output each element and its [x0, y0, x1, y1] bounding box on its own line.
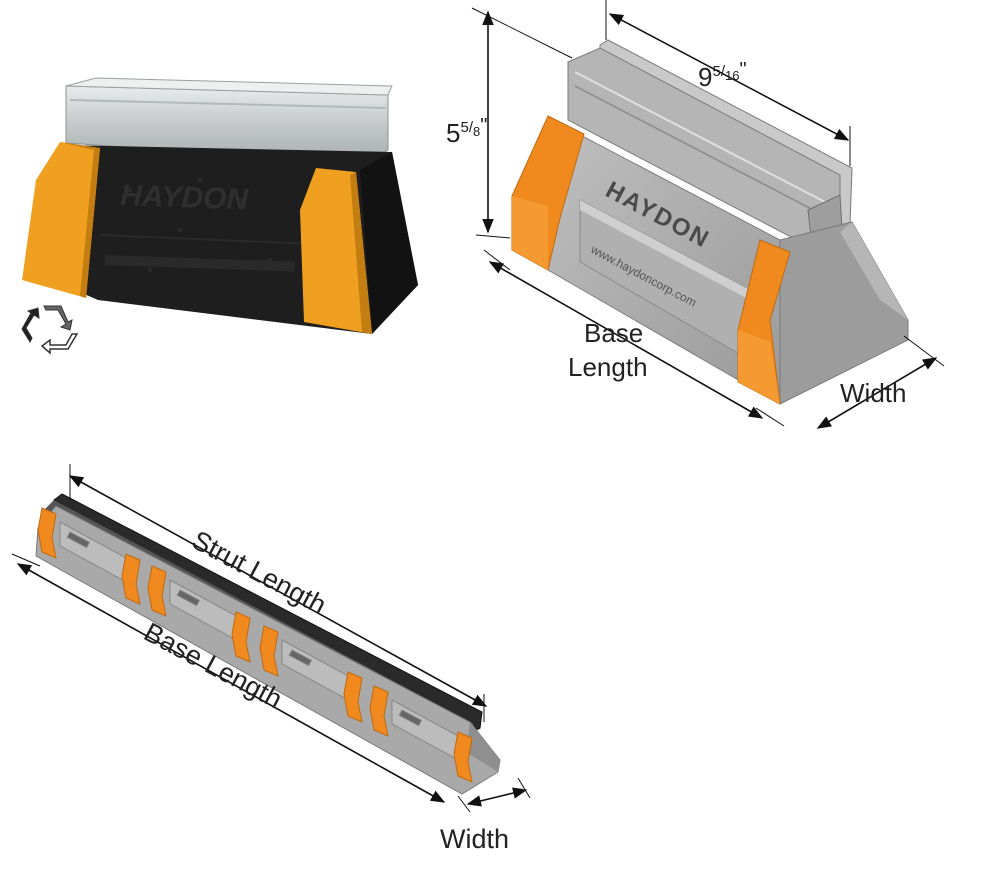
figure-b-dimensioned-support: HAYDON www.haydoncorp.com 95/16" 55/8" B… [446, 0, 945, 429]
recycle-icon [21, 305, 79, 355]
orange-end-cap [37, 507, 57, 559]
figure-a-photo-support: HAYDON [22, 77, 418, 334]
strut-dimension-line [608, 13, 850, 141]
base-length-dimension-line [488, 261, 764, 419]
base-length-label-line1: Base [584, 318, 643, 348]
base-length-label-line2: Length [568, 352, 648, 382]
width-dimension-line [816, 357, 938, 429]
orange-end-cap [453, 731, 473, 783]
orange-end-cap-left [22, 142, 100, 298]
width-dimension-line [466, 787, 528, 807]
embossed-logo: HAYDON [120, 179, 250, 216]
figure-c-strut-assembly: Strut Length Base Length Width [11, 464, 531, 854]
width-label: Width [840, 378, 906, 408]
height-dimension-label: 55/8" [446, 115, 487, 148]
strut-dimension-label: 95/16" [698, 59, 747, 92]
width-label: Width [440, 824, 509, 854]
base-length-dimension-line [16, 563, 446, 803]
